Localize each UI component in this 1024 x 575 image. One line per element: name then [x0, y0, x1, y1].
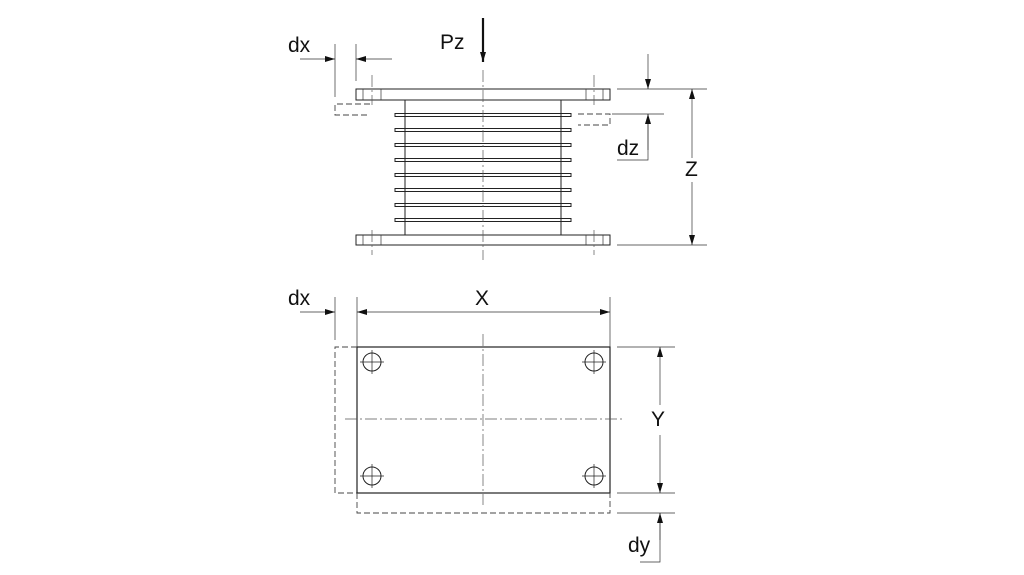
- bolt-holes: [360, 350, 606, 488]
- displaced-plate-left: [334, 103, 370, 116]
- dy-label: dy: [628, 534, 651, 557]
- displaced-outline: [334, 346, 611, 514]
- height-label: Z: [685, 158, 698, 181]
- bolt-hole-icon: [360, 464, 384, 488]
- top-view: [300, 297, 675, 563]
- dz-label: dz: [617, 137, 640, 160]
- displaced-plate-right: [578, 113, 611, 126]
- width-label: X: [475, 287, 490, 310]
- dx-label-side: dx: [288, 34, 311, 57]
- bolt-hole-icon: [582, 464, 606, 488]
- side-view: [300, 18, 707, 260]
- bolt-hole-icon: [582, 350, 606, 374]
- bolt-hole-icon: [360, 350, 384, 374]
- base-plate-outline: [356, 346, 611, 494]
- dx-label-top: dx: [288, 287, 311, 310]
- depth-label: Y: [651, 408, 666, 431]
- load-label: Pz: [440, 31, 465, 54]
